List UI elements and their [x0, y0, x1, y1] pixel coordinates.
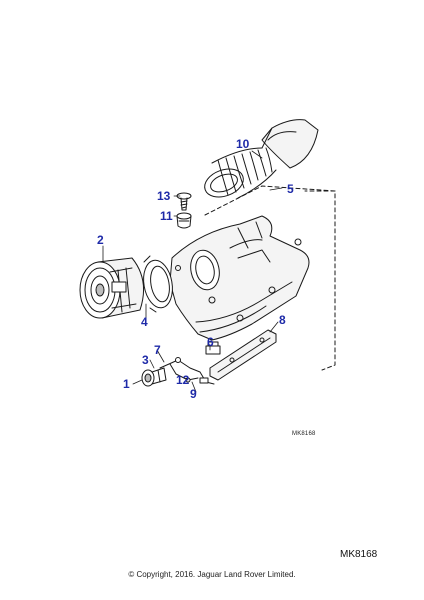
- callout-5[interactable]: 5: [287, 182, 294, 196]
- callout-7[interactable]: 7: [154, 343, 161, 357]
- clamp-ring: [143, 255, 173, 313]
- callout-6[interactable]: 6: [207, 335, 214, 349]
- grommet: [176, 212, 192, 229]
- wiring-harness: [159, 357, 215, 385]
- callout-4[interactable]: 4: [141, 315, 148, 329]
- callout-11[interactable]: 11: [160, 209, 173, 223]
- callout-3[interactable]: 3: [142, 353, 149, 367]
- diagram-reference-code: MK8168: [340, 549, 378, 560]
- leader-lines: [102, 150, 283, 393]
- callout-9[interactable]: 9: [190, 387, 197, 401]
- callout-8[interactable]: 8: [279, 313, 286, 327]
- clip: [205, 341, 221, 355]
- callout-12[interactable]: 12: [176, 373, 190, 387]
- diagram-reference-small: MK8168: [292, 431, 316, 437]
- sensor: [141, 367, 167, 387]
- screw: [176, 192, 192, 211]
- mounting-bracket: [209, 329, 277, 381]
- callout-1[interactable]: 1: [123, 377, 130, 391]
- air-intake-housing: [169, 215, 310, 341]
- air-filter-element: [79, 257, 145, 319]
- callout-13[interactable]: 13: [157, 189, 171, 203]
- callout-2[interactable]: 2: [97, 233, 104, 247]
- copyright-notice: © Copyright, 2016. Jaguar Land Rover Lim…: [128, 570, 296, 579]
- duct-hose: [204, 119, 319, 199]
- callout-10[interactable]: 10: [236, 137, 250, 151]
